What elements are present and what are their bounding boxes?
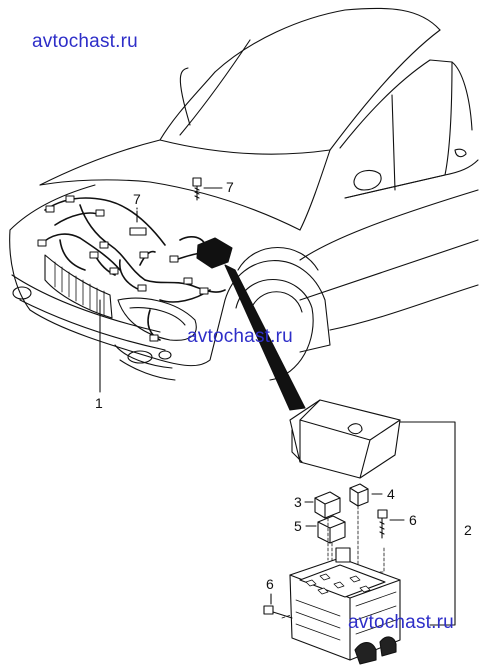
callout-5: 5	[294, 518, 302, 534]
watermark-bottom: avtochast.ru	[348, 612, 454, 633]
relay-3	[314, 491, 341, 519]
callout-7-mid: 7	[133, 191, 141, 207]
watermark-middle: avtochast.ru	[187, 326, 293, 347]
junction-box-in-car	[196, 237, 233, 269]
junction-box-cover	[289, 399, 401, 479]
watermark-top: avtochast.ru	[32, 31, 138, 52]
leader-junction-box	[399, 421, 456, 626]
bolt-top	[192, 177, 202, 201]
wiring-harness	[39, 197, 226, 341]
bolt-6-left	[263, 605, 293, 619]
relay-4	[349, 483, 369, 507]
callout-7-top: 7	[226, 179, 234, 195]
callout-4: 4	[387, 486, 395, 502]
car-body	[9, 7, 479, 381]
bolt-mid	[129, 213, 147, 236]
pointer-band	[224, 264, 306, 411]
callout-6-left: 6	[266, 576, 274, 592]
junction-box-body	[289, 547, 401, 665]
callout-1: 1	[95, 395, 103, 411]
callout-2: 2	[464, 522, 472, 538]
relay-5	[317, 515, 346, 544]
callout-6-right: 6	[409, 512, 417, 528]
callout-3: 3	[294, 494, 302, 510]
bolt-6-right	[377, 509, 388, 539]
harness-connectors	[37, 195, 209, 342]
